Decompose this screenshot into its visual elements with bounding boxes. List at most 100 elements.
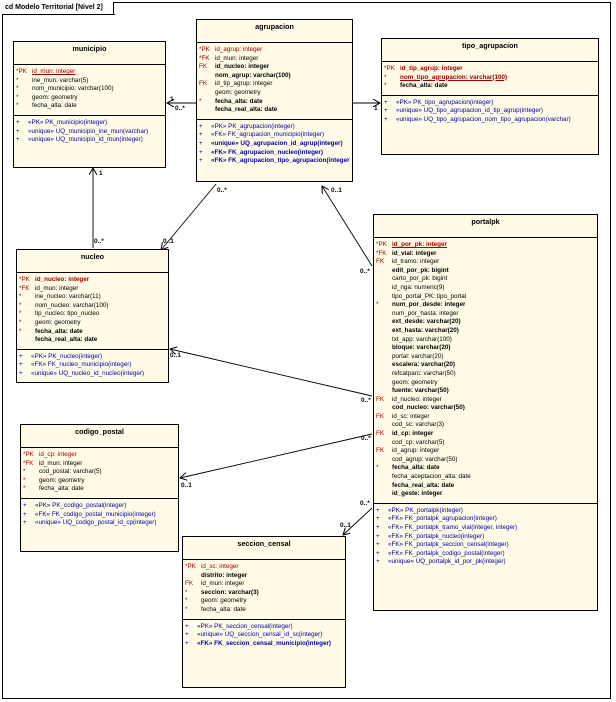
attribute-row: num_por_hasta: integer: [376, 310, 595, 319]
attribute-key: FK: [376, 447, 385, 455]
attribute-text: escalera: varchar(20): [392, 361, 456, 369]
attribute-row: escalera: varchar(20): [376, 361, 595, 370]
attribute-text: id_tip_agrup: integer: [215, 80, 273, 88]
operation-visibility: +: [376, 524, 380, 531]
attribute-row: *tip_nucleo: tipo_nucleo: [19, 310, 166, 319]
attribute-row: * fecha_alta: date: [16, 102, 163, 111]
attribute-text: fecha_alta: date: [32, 102, 77, 110]
attribute-key: [376, 344, 392, 353]
attribute-text: nom_tipo_agrupacion: varchar(100): [400, 73, 508, 81]
operation-text: «PK» PK_portalpk(integer): [388, 506, 463, 514]
attribute-text: geom: geometry: [201, 597, 247, 605]
multiplicity-label: 0..*: [360, 500, 370, 507]
attribute-text: ine_nucleo: varchar(11): [35, 293, 101, 301]
operation-text: «FK» FK_portalpk_tramo_vial(integer, int…: [388, 524, 518, 531]
attribute-row: *ine_mun: varchar(5): [16, 77, 163, 86]
operation-row: +«PK» PK_municipio(integer): [16, 119, 163, 128]
attribute-key: [376, 456, 392, 465]
attribute-key: *: [23, 476, 26, 484]
attribute-text: id_nucleo: integer: [215, 63, 270, 71]
operation-row: +«unique» UQ_municipio_ine_mun(varchar): [16, 128, 163, 137]
attribute-row: * ine_nucleo: varchar(11): [19, 293, 166, 302]
attribute-text: distrito: integer: [201, 571, 248, 579]
link-portalpk-codigopostal: [180, 433, 373, 478]
attribute-key: *: [16, 102, 19, 110]
operation-row: +«PK» PK_portalpk(integer): [376, 507, 595, 516]
operation-text: «FK» FK_agrupacion_tipo_agrupacion(integ…: [211, 157, 350, 165]
attribute-key: [376, 327, 392, 336]
attribute-text: id_tip_agrup: integer: [400, 65, 463, 72]
attribute-text: fecha_alta: date: [400, 82, 448, 90]
operation-row: + «FK» FK_agrupacion_tipo_agrupacion(inte…: [199, 157, 350, 166]
attribute-key: *: [376, 464, 379, 472]
operation-visibility: +: [23, 501, 27, 509]
attribute-row: ext_hasta: varchar(20): [376, 327, 595, 336]
operation-text: «FK» FK_codigo_postal_municipio(integer): [35, 510, 156, 518]
operations: +«PK» PK_codigo_postal(integer)+«FK» FK_…: [21, 499, 178, 530]
operation-row: +«unique» UQ_municipio_id_mun(integer): [16, 136, 163, 145]
multiplicity-label: 0..1: [181, 482, 192, 489]
attribute-key: *PK: [19, 276, 30, 283]
operation-visibility: +: [185, 639, 189, 647]
attribute-key: *: [16, 93, 19, 101]
operation-visibility: +: [199, 157, 203, 165]
operation-row: +«FK» FK_codigo_postal_municipio(integer…: [23, 511, 176, 520]
attribute-row: tipo_portal_PK: tipo_portal: [376, 293, 595, 302]
operation-visibility: +: [376, 558, 380, 566]
attribute-key: [376, 310, 392, 319]
attribute-row: portal: varchar(20): [376, 353, 595, 362]
attribute-row: *fecha_alta: date: [376, 464, 595, 473]
attribute-text: geom: geometry: [39, 476, 85, 484]
attribute-text: fuente: varchar(50): [392, 387, 449, 395]
operation-text: «PK» PK_nucleo(integer): [31, 352, 103, 360]
attribute-text: cod_agrup: varchar(50): [392, 455, 458, 463]
attribute-text: geom: geometry: [392, 378, 438, 386]
attribute-key: *: [19, 318, 22, 326]
attribute-text: id_por_pk: integer: [392, 241, 447, 248]
attribute-row: nom_agrup: varchar(100): [199, 72, 350, 81]
operation-row: +«FK» FK_portalpk_agrupacion(integer): [376, 515, 595, 524]
attribute-row: id_geste: integer: [376, 490, 595, 499]
attribute-text: fecha_real_alta: date: [35, 336, 98, 344]
attribute-key: [376, 361, 392, 370]
attribute-text: id_mun: integer: [39, 459, 83, 467]
operation-text: «FK» FK_portalpk_agrupacion(integer): [388, 515, 497, 523]
operations: +«PK» PK_seccion_censal(integer)+«unique…: [183, 620, 345, 651]
class-title: portalpk: [374, 215, 597, 238]
attribute-key: *: [19, 293, 22, 301]
operation-row: +«PK» PK_codigo_postal(integer): [23, 502, 176, 511]
operation-visibility: +: [199, 122, 203, 130]
attribute-row: geom: geometry: [376, 379, 595, 388]
attribute-text: id_mun: integer: [215, 54, 259, 62]
operations: +«PK» PK_agrupacion(integer)+«FK» FK_agr…: [197, 120, 352, 168]
operation-text: «FK» FK_agrupacion_nucleo(integer): [211, 148, 323, 156]
operation-text: «FK» FK_portalpk_codigo_postal(integer): [388, 549, 505, 557]
operation-text: «unique» UQ_codigo_postal_id_cp(integer): [35, 519, 157, 527]
operations: +«PK» PK_portalpk(integer)+«FK» FK_porta…: [374, 504, 597, 569]
operation-visibility: +: [384, 98, 388, 106]
link-agrupacion-nucleo: [161, 183, 217, 250]
class-title: agrupacion: [197, 20, 352, 43]
operation-row: +«PK» PK_tipo_agrupacion(integer): [384, 99, 596, 108]
operation-visibility: +: [376, 532, 380, 540]
operation-visibility: +: [199, 148, 203, 156]
attribute-key: [376, 370, 392, 379]
